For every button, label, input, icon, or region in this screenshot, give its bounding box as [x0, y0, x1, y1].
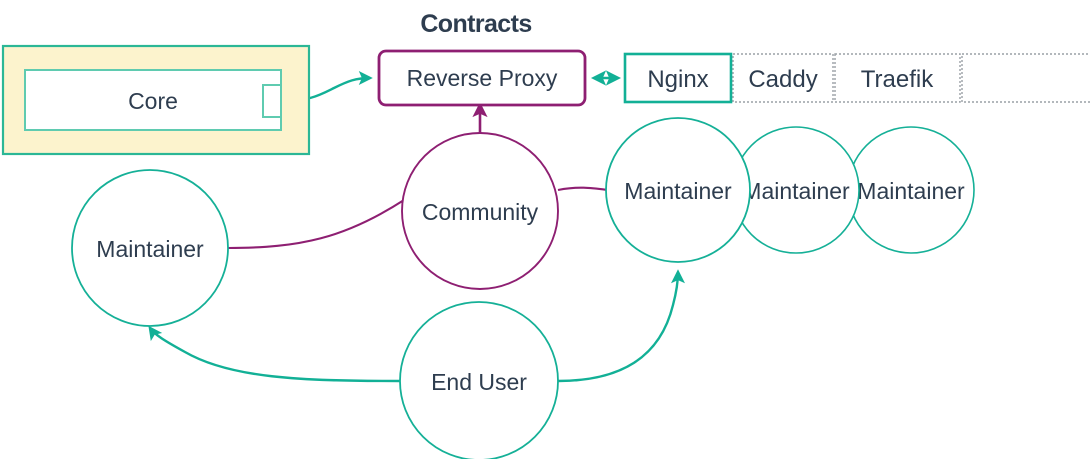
reverse-proxy-node[interactable]: Reverse Proxy [377, 49, 587, 107]
edge-maintainer-left-community [227, 199, 405, 250]
impl-cell-empty-box[interactable] [961, 53, 1090, 103]
edge-community-maintainer-right [557, 186, 609, 192]
maintainer-left-node[interactable]: Maintainer [71, 169, 229, 327]
end-user-circle[interactable] [399, 301, 559, 459]
edge-end-user-maintainer-left [148, 325, 401, 383]
core-group[interactable]: Core [1, 44, 311, 156]
edge-end-user-maintainer-right [557, 269, 685, 383]
maintainer-circle-1[interactable] [605, 117, 751, 263]
community-node[interactable]: Community [401, 132, 559, 290]
impl-cell-caddy-box[interactable] [732, 53, 834, 103]
implementation-list[interactable]: Nginx Caddy Traefik [623, 52, 1090, 104]
impl-cell-traefik-box[interactable] [834, 53, 961, 103]
reverse-proxy-label: Reverse Proxy [407, 65, 558, 91]
maintainer-stack[interactable]: Maintainer Maintainer Maintainer [605, 117, 975, 263]
end-user-label: End User [431, 369, 527, 395]
maintainer-left-label: Maintainer [96, 236, 204, 262]
core-label: Core [128, 88, 178, 114]
core-node-box[interactable] [24, 69, 282, 131]
community-label: Community [422, 199, 539, 225]
maintainer-left-circle[interactable] [71, 169, 229, 327]
core-port-icon [262, 84, 282, 118]
maintainer-stack-item-1[interactable]: Maintainer [605, 117, 751, 263]
impl-cell-traefik-label: Traefik [861, 66, 934, 93]
maintainer-stack-label-2: Maintainer [742, 178, 850, 204]
maintainer-stack-item-2[interactable]: Maintainer [732, 126, 860, 254]
maintainer-stack-label-3: Maintainer [857, 178, 965, 204]
impl-cell-nginx-box[interactable] [623, 52, 733, 104]
diagram-title: Contracts [420, 10, 531, 38]
impl-cell-nginx-label: Nginx [647, 66, 708, 93]
maintainer-stack-item-3[interactable]: Maintainer [847, 126, 975, 254]
reverse-proxy-box[interactable] [377, 49, 587, 107]
impl-cell-caddy-label: Caddy [748, 66, 817, 93]
end-user-node[interactable]: End User [399, 301, 559, 459]
community-circle[interactable] [401, 132, 559, 290]
maintainer-stack-label-1: Maintainer [624, 178, 732, 204]
